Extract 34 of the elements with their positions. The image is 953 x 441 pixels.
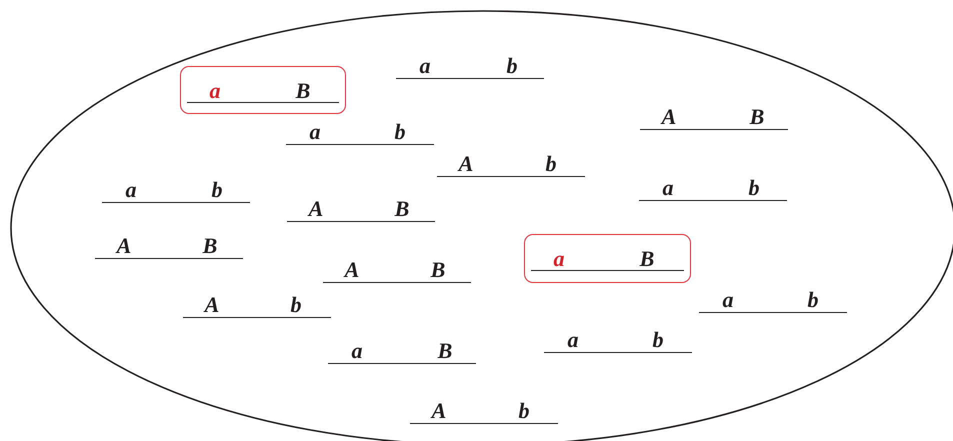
allele-label: B <box>202 235 218 257</box>
allele-label: B <box>394 198 410 220</box>
allele-label: b <box>394 121 406 143</box>
allele-label: A <box>432 400 446 422</box>
allele-label: a <box>210 80 220 102</box>
allele-label: b <box>808 289 818 311</box>
allele-label: a <box>722 289 734 311</box>
allele-label: A <box>662 106 676 128</box>
allele-label: a <box>662 177 674 199</box>
allele-label: b <box>748 177 760 199</box>
allele-label: A <box>308 198 324 220</box>
allele-label: b <box>518 400 530 422</box>
allele-label: B <box>296 80 310 102</box>
allele-label: b <box>546 153 556 175</box>
highlight-box <box>524 234 691 283</box>
allele-label: A <box>116 235 132 257</box>
allele-label: a <box>554 248 564 270</box>
allele-label: b <box>290 294 302 316</box>
allele-label: B <box>438 340 452 362</box>
allele-label: a <box>126 179 136 201</box>
allele-label: a <box>352 340 362 362</box>
highlight-box <box>180 66 346 114</box>
allele-label: a <box>420 55 430 77</box>
allele-label: B <box>750 106 764 128</box>
allele-label: B <box>430 259 446 281</box>
allele-label: A <box>204 294 220 316</box>
allele-label: a <box>568 329 578 351</box>
allele-label: b <box>212 179 222 201</box>
allele-label: b <box>506 55 518 77</box>
allele-label: b <box>652 329 664 351</box>
allele-label: A <box>458 153 474 175</box>
allele-label: a <box>310 121 320 143</box>
allele-label: B <box>640 248 654 270</box>
allele-label: A <box>344 259 360 281</box>
